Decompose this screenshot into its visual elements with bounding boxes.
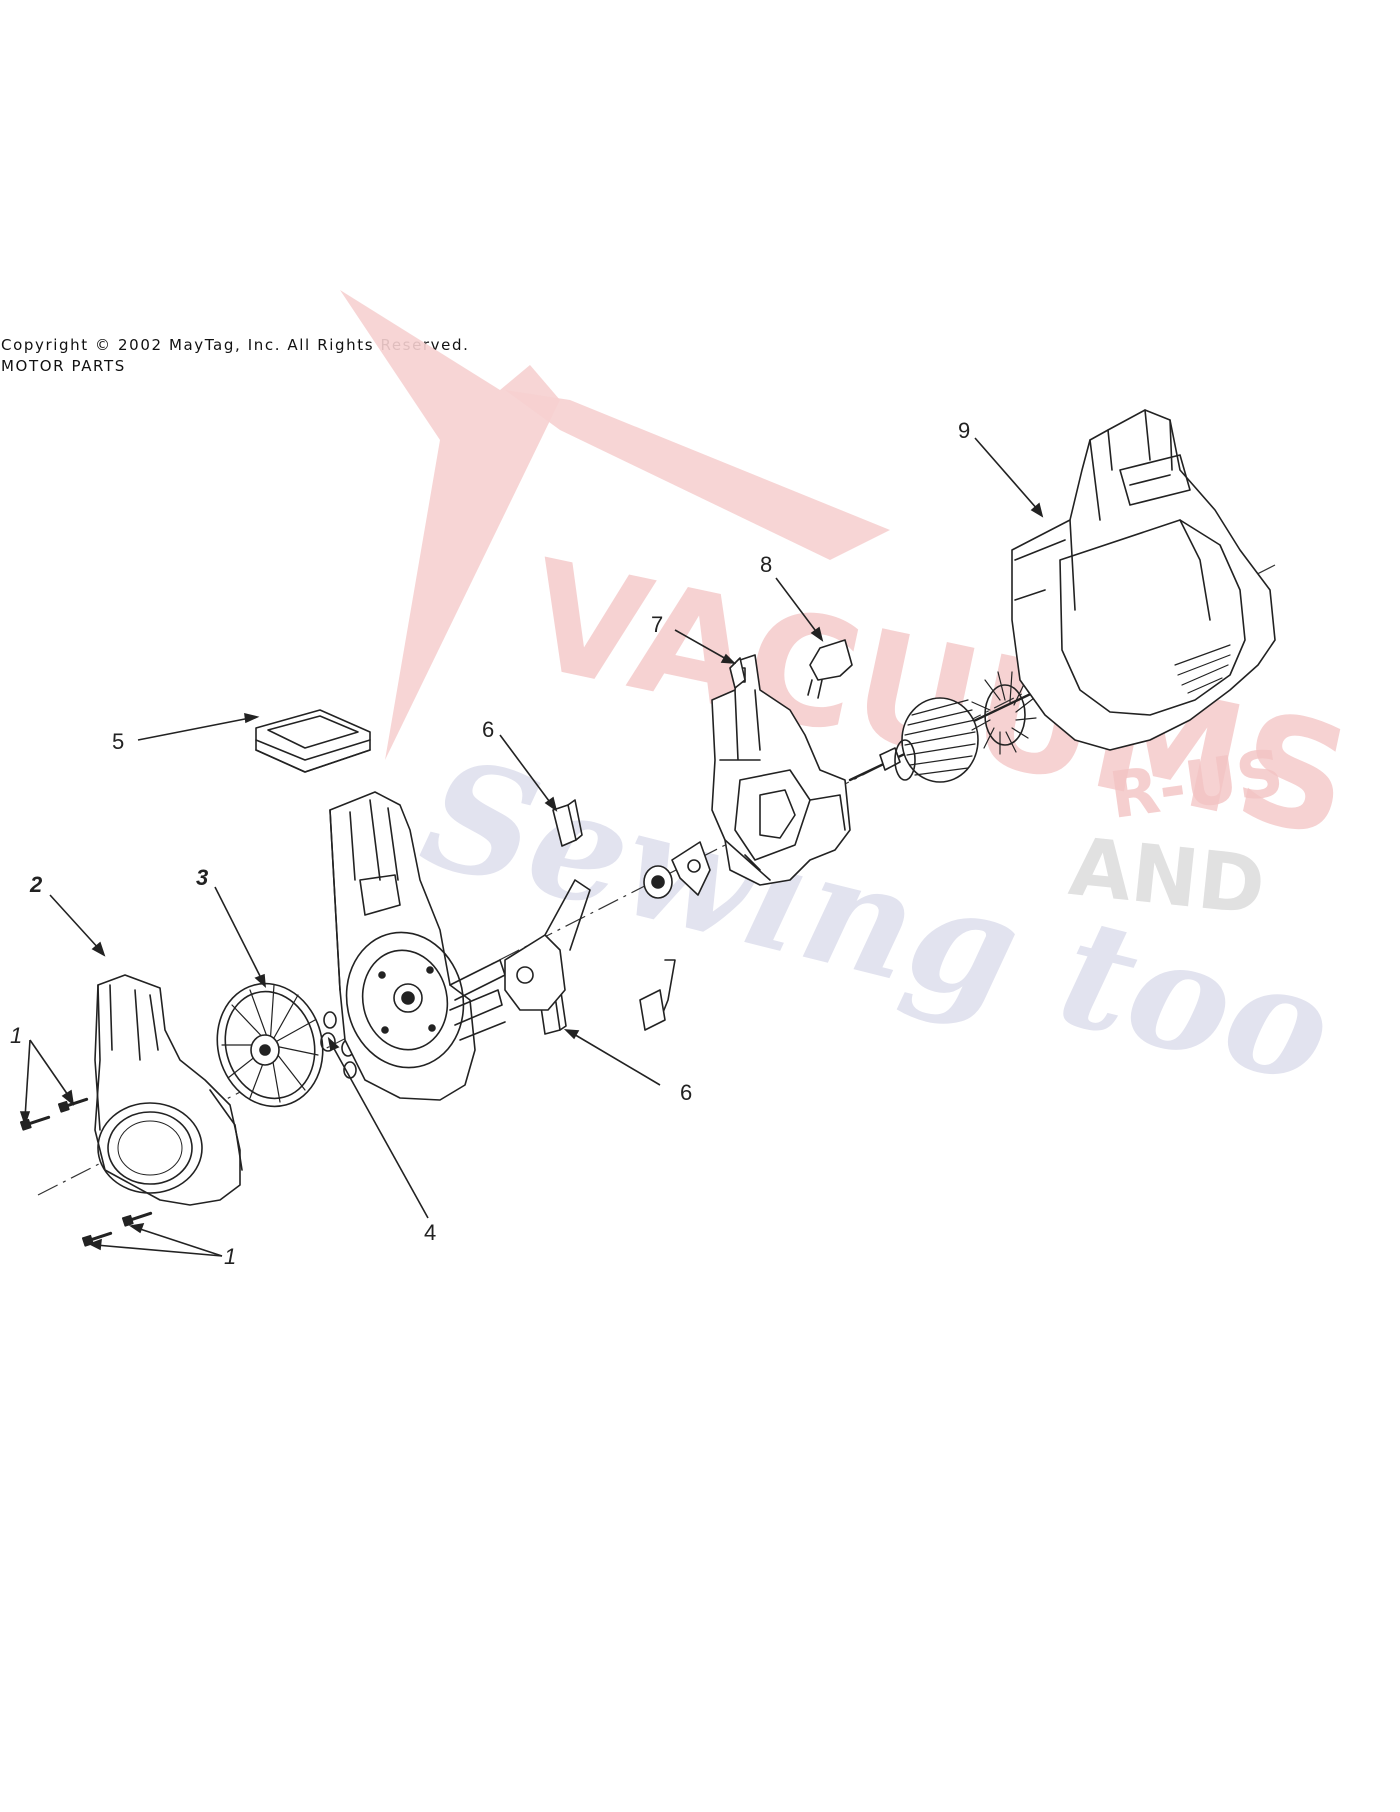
watermark-line2: AND: [1065, 820, 1269, 933]
motor-frame-icon: [711, 654, 851, 886]
callout-2: 2: [29, 872, 43, 897]
callout-3: 3: [196, 865, 208, 890]
page-header: Copyright © 2002 MayTag, Inc. All Rights…: [1, 335, 469, 377]
motor-housing-icon: [329, 791, 506, 1101]
filter-icon: [255, 709, 371, 773]
callout-6-lower: 6: [680, 1080, 692, 1105]
screw-icon: [19, 1097, 153, 1247]
section-title: MOTOR PARTS: [1, 357, 126, 375]
fan-housing-icon: [94, 974, 243, 1206]
callout-5: 5: [112, 729, 124, 754]
callout-1-upper: 1: [10, 1023, 22, 1048]
callout-9: 9: [958, 418, 970, 443]
impeller-icon: [216, 982, 324, 1108]
copyright-text: Copyright © 2002 MayTag, Inc. All Rights…: [1, 336, 470, 354]
watermark-v-shape: [340, 290, 560, 760]
motor-cover-icon: [1011, 409, 1276, 751]
callout-7: 7: [651, 612, 663, 637]
callout-8: 8: [760, 552, 772, 577]
end-bracket-icon: [504, 841, 711, 1031]
callout-4: 4: [424, 1220, 436, 1245]
terminal-icon: [729, 657, 746, 689]
armature-icon: [848, 671, 1062, 783]
switch-icon: [807, 639, 853, 699]
callout-1-lower: 1: [224, 1244, 236, 1269]
callout-6-upper: 6: [482, 717, 494, 742]
callouts: 1 1 2 3 4 5 6 6 7 8 9: [10, 418, 970, 1269]
